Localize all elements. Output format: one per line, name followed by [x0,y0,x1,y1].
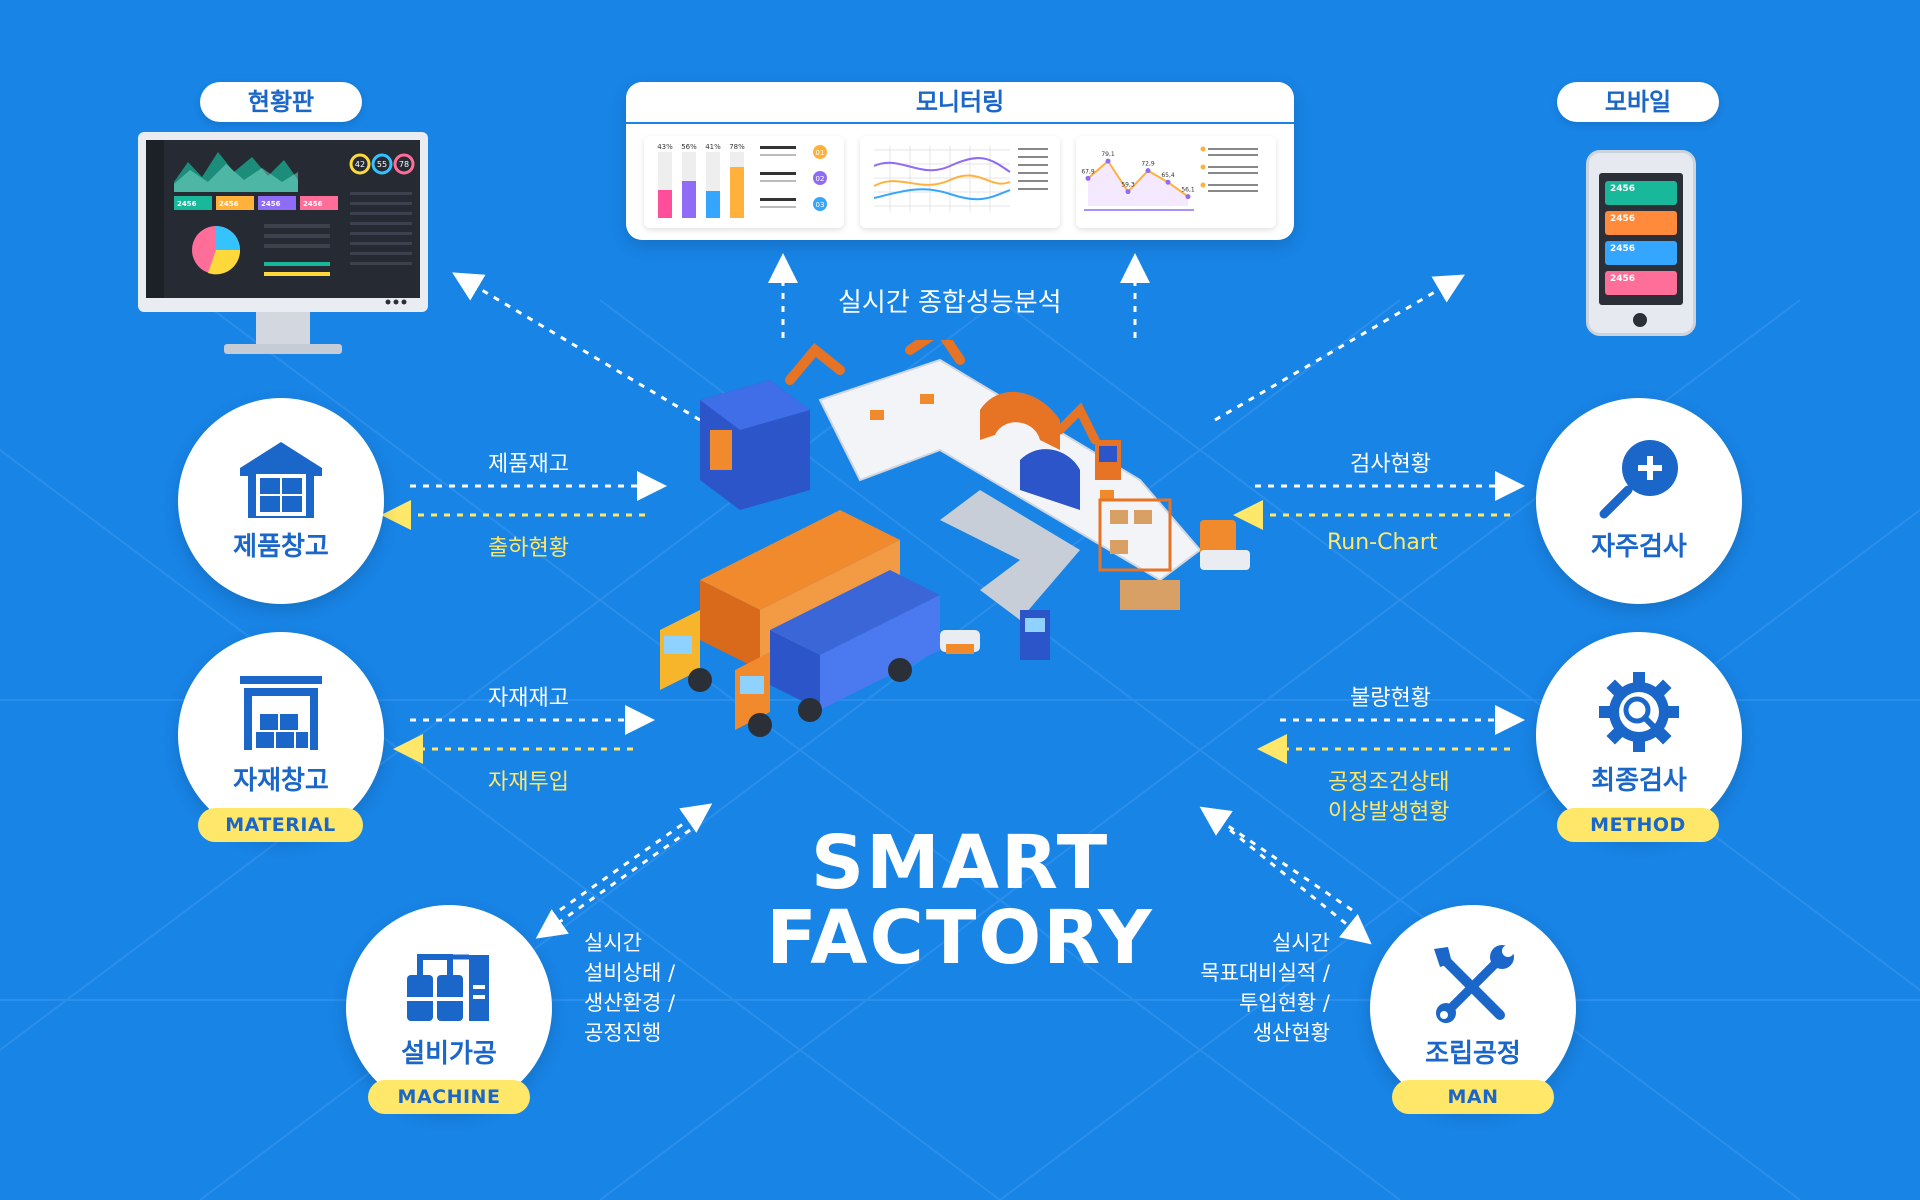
mini-area-point [1085,175,1091,181]
man-caption-line-4: 생산현황 [1252,1021,1330,1045]
man-caption-line-2: 목표대비실적 / [1200,961,1330,985]
mini-area-chart: 67,9 79,1 59,3 72,9 65,4 56,1 [1081,146,1258,211]
flow-run-chart: Run-Chart [1327,530,1438,555]
mini-bar [706,191,720,218]
flow-shipping-status: 출하현황 [488,536,569,561]
mini-area-point [1145,168,1151,174]
bar-chart-card: 43% 56% 41% 78% 01 02 03 [644,136,844,228]
mini-bar-label: 78% [729,143,745,151]
mini-area-point [1185,194,1191,200]
mini-area-point [1125,189,1131,195]
mobile-row-4: 2456 [1605,271,1677,295]
factory-illustration [660,340,1250,737]
dash-value-2: 2456 [219,200,239,208]
dashboard-label: 현황판 [200,82,362,122]
man-caption-line-3: 투입현황 / [1238,991,1330,1015]
flow-material-input: 자재투입 [488,770,569,795]
monitoring-panel: 모니터링 43% 56% 41% 78% 01 02 03 [626,82,1294,240]
node-assembly-label: 조립공정 [1425,1039,1521,1069]
phone-home-button [1633,313,1647,327]
node-equipment-label: 설비가공 [401,1039,497,1069]
dash-badge-1: 42 [355,160,365,169]
machine-caption-line-4: 공정진행 [584,1021,662,1045]
flow-process-condition: 공정조건상태 [1328,770,1450,795]
flow-defect-status: 불량현황 [1350,686,1431,711]
material-storage-icon [240,676,322,750]
mobile-row-1: 2456 [1605,181,1677,205]
man-caption-line-1: 실시간 [1272,931,1330,955]
machine-caption-line-1: 실시간 [584,931,642,955]
tag-man: MAN [1392,1080,1554,1114]
mini-bar-label: 56% [681,143,697,151]
mini-bar-label: 43% [657,143,673,151]
node-material-warehouse: 자재창고 [178,632,384,838]
dash-value-3: 2456 [261,200,281,208]
mini-area-label: 67,9 [1081,168,1095,175]
tag-material: MATERIAL [198,808,363,842]
node-equipment: 설비가공 [346,905,552,1111]
mini-area-label: 65,4 [1161,172,1175,179]
wrench-screwdriver-icon [1434,945,1514,1023]
pc-monitor-illustration: 42 55 78 2456 2456 2456 2456 [138,132,428,354]
mini-bar [730,167,744,218]
mini-area-label: 59,3 [1121,182,1135,189]
machine-caption-line-2: 설비상태 / [584,961,676,985]
machine-caption-line-3: 생산환경 / [584,991,676,1015]
mini-area-label: 56,1 [1181,187,1195,194]
gear-search-icon [1599,672,1679,752]
search-plus-icon [1599,440,1678,519]
tag-machine: MACHINE [368,1080,530,1114]
node-final-inspection-label: 최종검사 [1591,766,1687,796]
node-self-inspection: 자주검사 [1536,398,1742,604]
mobile-phone-illustration: 2456 2456 2456 2456 [1586,150,1696,336]
flow-inspection-status: 검사현황 [1350,452,1431,477]
mobile-label: 모바일 [1557,82,1719,122]
flow-anomaly-status: 이상발생현황 [1328,800,1450,825]
dash-badge-3: 78 [399,160,409,169]
warehouse-icon [240,442,322,518]
node-final-inspection: 최종검사 [1536,632,1742,838]
node-product-warehouse: 제품창고 [178,398,384,604]
man-caption: 실시간 목표대비실적 / 투입현황 / 생산현황 [1160,928,1330,1048]
flow-product-stock: 제품재고 [488,452,569,477]
dash-badge-2: 55 [377,160,387,169]
mini-area-label: 72,9 [1141,161,1155,168]
flow-material-stock: 자재재고 [488,686,569,711]
badge-03: 03 [816,201,825,209]
analysis-caption: 실시간 종합성능분석 [838,288,1062,318]
mini-bar [658,190,672,218]
mini-area-label: 79,1 [1101,151,1115,158]
mini-bar-label: 41% [705,143,721,151]
title-factory: FACTORY [766,895,1154,981]
node-self-inspection-label: 자주검사 [1591,532,1687,562]
mini-area-line [1087,159,1189,198]
badge-01: 01 [816,149,825,157]
mini-area-point [1165,179,1171,185]
mini-line-chart [873,146,1048,212]
tag-method: METHOD [1557,808,1719,842]
mini-bar [682,181,696,218]
mini-area-fill [1088,161,1188,206]
dash-value-1: 2456 [177,200,197,208]
mini-bar-chart: 43% 56% 41% 78% 01 02 03 [657,143,827,218]
machine-caption: 실시간 설비상태 / 생산환경 / 공정진행 [584,928,675,1048]
title-smart: SMART [810,820,1110,906]
node-assembly: 조립공정 [1370,905,1576,1111]
line-chart-card [860,136,1060,228]
badge-02: 02 [816,175,825,183]
mobile-row-3: 2456 [1605,241,1677,265]
factory-machine-icon [407,954,489,1021]
monitoring-title: 모니터링 [626,82,1294,124]
dash-value-4: 2456 [303,200,323,208]
mobile-row-2: 2456 [1605,211,1677,235]
node-product-warehouse-label: 제품창고 [233,532,329,562]
mini-area-point [1105,158,1111,164]
area-chart-card: 67,9 79,1 59,3 72,9 65,4 56,1 [1076,136,1276,228]
node-material-warehouse-label: 자재창고 [233,766,329,796]
